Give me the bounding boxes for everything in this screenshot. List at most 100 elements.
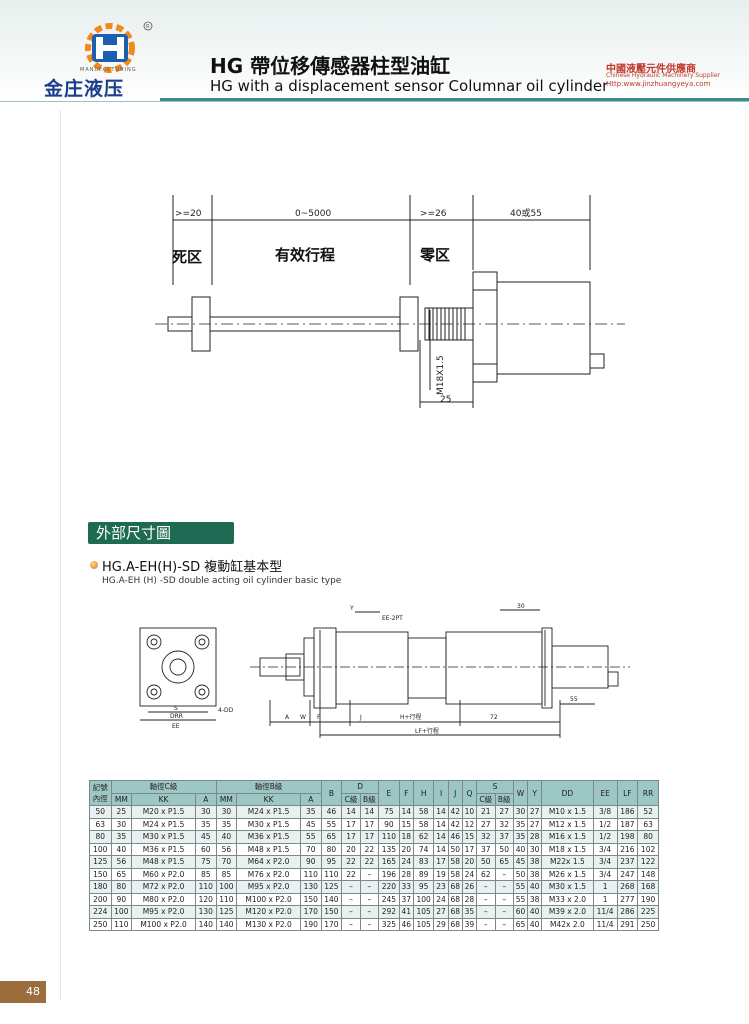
table-cell: 90 bbox=[300, 855, 322, 869]
table-cell: 14 bbox=[433, 830, 449, 844]
table-cell: 148 bbox=[637, 867, 659, 881]
table-cell: 45 bbox=[300, 817, 322, 831]
dim-25: 25 bbox=[440, 395, 451, 405]
table-cell: 35 bbox=[512, 817, 529, 831]
table-cell: 83 bbox=[412, 855, 435, 869]
table-cell: 40 bbox=[512, 842, 529, 856]
table-cell: 14 bbox=[433, 842, 449, 856]
dim-w: W bbox=[300, 714, 306, 721]
table-cell: 27 bbox=[527, 817, 543, 831]
supplier-label-en: Chinese Hydraulic Machinery Supplier bbox=[606, 72, 720, 79]
table-cell: 190 bbox=[637, 892, 659, 906]
table-cell: 20 bbox=[398, 842, 414, 856]
supplier-url: Http:www.jinzhuangyeya.com bbox=[606, 80, 711, 88]
table-cell: 50 bbox=[89, 805, 112, 819]
dim-stroke-range: 0~5000 bbox=[295, 209, 331, 219]
table-cell: 30 bbox=[215, 805, 238, 819]
table-cell: 224 bbox=[89, 905, 112, 919]
table-cell: 110 bbox=[300, 867, 322, 881]
table-cell: 55 bbox=[320, 817, 343, 831]
table-cell: 22 bbox=[359, 855, 380, 869]
table-cell: 50 bbox=[494, 842, 514, 856]
table-cell: – bbox=[494, 905, 514, 919]
table-cell: 110 bbox=[378, 830, 400, 844]
dimension-table: 記號內徑 軸徑C級 軸徑B級 B D E F H I J Q S W Y DD … bbox=[89, 780, 659, 931]
table-cell: M24 x P1.5 bbox=[236, 805, 301, 819]
table-cell: – bbox=[476, 905, 496, 919]
table-cell: 27 bbox=[433, 905, 449, 919]
header-e: E bbox=[378, 780, 400, 806]
table-cell: 62 bbox=[476, 867, 496, 881]
table-cell: 21 bbox=[476, 805, 496, 819]
page-number: 48 bbox=[0, 981, 46, 1003]
table-cell: 186 bbox=[616, 805, 639, 819]
table-cell: 14 bbox=[433, 805, 449, 819]
table-cell: 56 bbox=[110, 855, 133, 869]
table-cell: 200 bbox=[89, 892, 112, 906]
table-cell: 17 bbox=[433, 855, 449, 869]
table-cell: M72 x P2.0 bbox=[131, 880, 196, 894]
table-cell: – bbox=[359, 880, 380, 894]
table-cell: 55 bbox=[300, 830, 322, 844]
table-cell: 225 bbox=[637, 905, 659, 919]
table-cell: – bbox=[494, 917, 514, 931]
table-cell: M30 x P1.5 bbox=[131, 830, 196, 844]
table-cell: – bbox=[476, 917, 496, 931]
table-cell: 247 bbox=[616, 867, 639, 881]
table-cell: 140 bbox=[215, 917, 238, 931]
table-cell: 45 bbox=[512, 855, 529, 869]
table-cell: 58 bbox=[447, 867, 463, 881]
table-cell: 3/4 bbox=[592, 842, 618, 856]
table-cell: 60 bbox=[512, 905, 529, 919]
header-h: H bbox=[412, 780, 435, 806]
table-cell: 38 bbox=[527, 867, 543, 881]
table-cell: 74 bbox=[412, 842, 435, 856]
sub-header-mm-b: MM bbox=[215, 792, 238, 806]
sub-header-a: A bbox=[194, 792, 217, 806]
table-cell: – bbox=[341, 917, 361, 931]
table-cell: 63 bbox=[89, 817, 112, 831]
header-w: W bbox=[512, 780, 529, 806]
dim-lf-stroke: LF+行程 bbox=[415, 727, 439, 735]
table-cell: – bbox=[359, 867, 380, 881]
section-title: 外部尺寸圖 bbox=[88, 522, 234, 544]
table-cell: M60 x P2.0 bbox=[131, 867, 196, 881]
label-dead-zone: 死区 bbox=[172, 248, 202, 266]
table-cell: 29 bbox=[433, 917, 449, 931]
table-cell: 102 bbox=[637, 842, 659, 856]
corner-header: 記號內徑 bbox=[89, 780, 112, 806]
table-cell: 68 bbox=[447, 917, 463, 931]
table-cell: 24 bbox=[398, 855, 414, 869]
header-b: B bbox=[320, 780, 343, 806]
header-c-grade: 軸徑C級 bbox=[110, 780, 217, 794]
table-cell: 75 bbox=[194, 855, 217, 869]
table-cell: M22x 1.5 bbox=[541, 855, 594, 869]
table-cell: 56 bbox=[215, 842, 238, 856]
table-cell: 110 bbox=[320, 867, 343, 881]
table-cell: M20 x P1.5 bbox=[131, 805, 196, 819]
table-cell: 22 bbox=[359, 842, 380, 856]
table-cell: 63 bbox=[637, 817, 659, 831]
table-cell: 25 bbox=[110, 805, 133, 819]
table-cell: 32 bbox=[476, 830, 496, 844]
table-cell: 42 bbox=[447, 805, 463, 819]
page-title-cn: HG 帶位移傳感器柱型油缸 bbox=[210, 54, 451, 78]
header-s: S bbox=[476, 780, 514, 794]
table-cell: 95 bbox=[412, 880, 435, 894]
table-cell: 28 bbox=[398, 867, 414, 881]
page-title-en: HG with a displacement sensor Columnar o… bbox=[210, 77, 609, 95]
table-cell: 18 bbox=[398, 830, 414, 844]
table-cell: 17 bbox=[359, 830, 380, 844]
table-cell: 37 bbox=[398, 892, 414, 906]
table-cell: 291 bbox=[616, 917, 639, 931]
table-cell: 22 bbox=[341, 855, 361, 869]
table-cell: 325 bbox=[378, 917, 400, 931]
table-cell: 14 bbox=[398, 805, 414, 819]
table-cell: 35 bbox=[461, 905, 478, 919]
table-cell: 35 bbox=[300, 805, 322, 819]
table-cell: 40 bbox=[527, 917, 543, 931]
table-cell: M30 x 1.5 bbox=[541, 880, 594, 894]
table-cell: M36 x P1.5 bbox=[131, 842, 196, 856]
